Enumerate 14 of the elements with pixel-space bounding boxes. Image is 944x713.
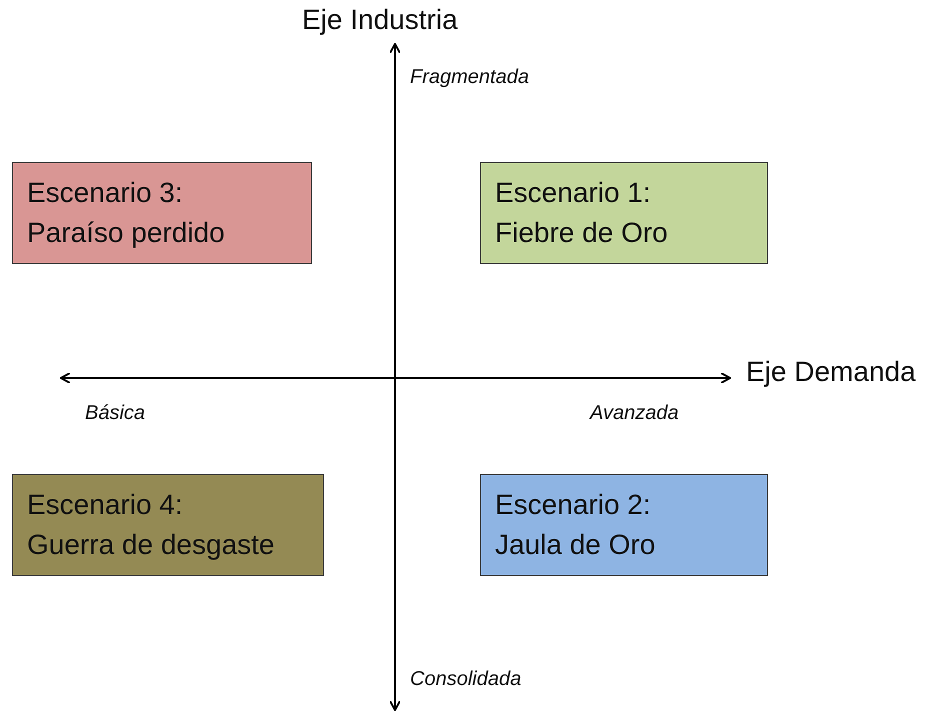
scenario-box [12,162,312,264]
axis-end-label: Avanzada [590,402,679,425]
axis-end-label: Fragmentada [410,66,529,89]
scenario-label: Escenario 2: Jaula de Oro [495,489,656,560]
scenario-box [480,474,768,576]
scenario-label: Escenario 4: Guerra de desgaste [27,489,274,560]
scenario-box [480,162,768,264]
axis-end-label: Básica [85,402,146,425]
axis-end-label: Consolidada [410,668,522,691]
axis-title: Eje Demanda [746,356,916,388]
scenario-label: Escenario 1: Fiebre de Oro [495,177,668,248]
scenario-box [12,474,324,576]
axis-title: Eje Industria [302,4,458,36]
scenario-label: Escenario 3: Paraíso perdido [27,177,225,248]
